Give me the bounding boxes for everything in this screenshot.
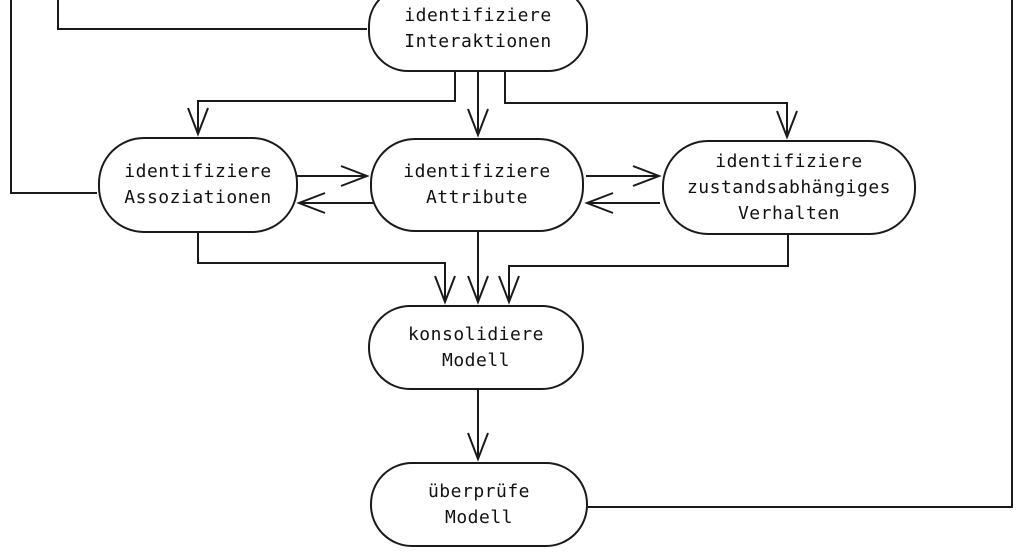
node-label-line: identifiziere — [404, 5, 552, 26]
edge-feedback-left-outer-to-assoziationen — [10, 0, 97, 194]
node-label-line: zustandsabhängiges — [686, 176, 892, 198]
node-konsolidiere-modell: konsolidiere Modell — [368, 305, 584, 390]
node-label-line: konsolidiere — [407, 323, 545, 345]
node-identifiziere-assoziationen: identifiziere Assoziationen — [98, 137, 298, 233]
node-identifiziere-interaktionen: identifiziere Interaktionen — [368, 0, 588, 72]
edge-interaktionen-to-assoziationen — [187, 72, 456, 137]
node-identifiziere-zustandsabhaengiges-verhalten: identifiziere zustandsabhängiges Verhalt… — [662, 140, 916, 235]
node-identifiziere-attribute: identifiziere Attribute — [370, 138, 584, 232]
edge-ueberpruefe-to-feedback-right — [588, 0, 1013, 508]
edge-assoziationen-to-konsolidiere — [197, 233, 456, 305]
node-label-line: identifiziere — [403, 161, 551, 182]
node-label-line: überprüfe — [427, 480, 531, 502]
node-label-line: Assoziationen — [124, 187, 272, 208]
edge-interaktionen-to-verhalten — [504, 72, 798, 140]
edge-verhalten-to-konsolidiere — [498, 235, 789, 305]
node-label-line: identifiziere — [124, 161, 272, 182]
node-label-line: Attribute — [425, 187, 529, 208]
node-label-line: Interaktionen — [404, 31, 552, 52]
node-label-line: Modell — [441, 349, 511, 371]
node-label-line: identifiziere — [715, 150, 863, 172]
node-label-line: Verhalten — [737, 202, 841, 224]
edge-feedback-left-inner-to-interaktionen — [57, 0, 367, 30]
node-label-line: Modell — [444, 506, 514, 528]
node-ueberpruefe-modell: überprüfe Modell — [370, 462, 588, 547]
